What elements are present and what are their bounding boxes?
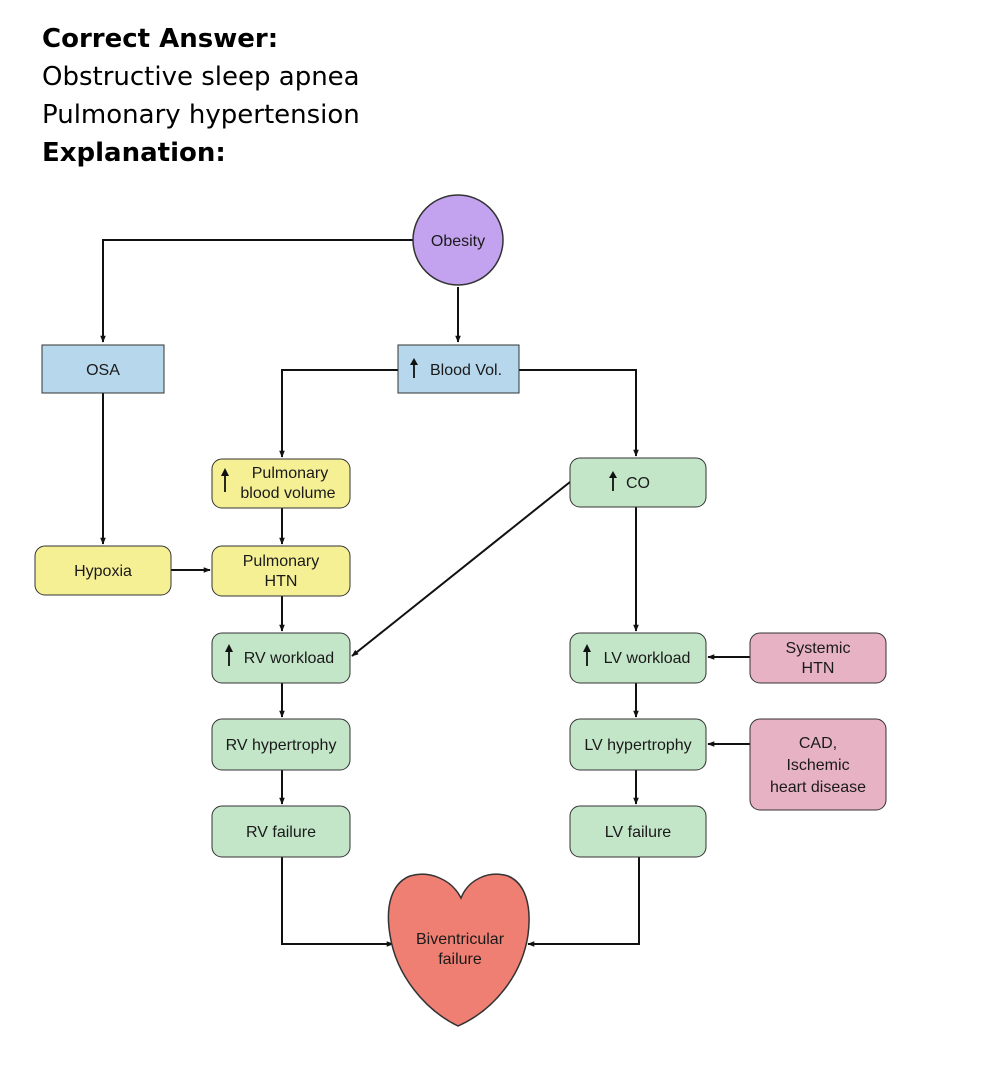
explanation-label: Explanation: (42, 138, 226, 168)
obesity-label: Obesity (431, 233, 485, 250)
node-lv-hypertrophy: LV hypertrophy (569, 718, 707, 771)
lv-hypertrophy-label: LV hypertrophy (584, 737, 691, 754)
connector-obesity-osa (100, 239, 414, 343)
up-arrow-icon (609, 471, 617, 491)
rv-failure-label: RV failure (246, 824, 316, 841)
lv-failure-label: LV failure (605, 824, 672, 841)
biventricular-line-2: failure (438, 951, 482, 968)
biventricular-line-1: Biventricular (416, 931, 505, 948)
systemic-htn-line-2: HTN (802, 660, 835, 677)
node-lv-failure: LV failure (569, 805, 707, 858)
cad-line-2: Ischemic (786, 757, 849, 774)
node-blood-vol: Blood Vol. (397, 344, 520, 394)
node-hypoxia: Hypoxia (34, 545, 172, 596)
connector-co-rvworkload (351, 481, 571, 657)
node-pulmonary-blood-volume: Pulmonary blood volume (211, 458, 351, 509)
connector-rvfailure-biventricular (281, 857, 394, 947)
node-cad: CAD, Ischemic heart disease (749, 718, 887, 811)
pulm-htn-line-2: HTN (265, 573, 298, 590)
connector-lvfailure-biventricular (527, 857, 640, 947)
connectors (100, 239, 750, 947)
systemic-htn-line-1: Systemic (786, 640, 851, 657)
cad-line-1: CAD, (799, 735, 837, 752)
cad-line-3: heart disease (770, 779, 866, 796)
up-arrow-icon (221, 468, 229, 492)
co-label: CO (626, 475, 650, 492)
answer-line-2: Pulmonary hypertension (42, 100, 360, 130)
rv-hypertrophy-label: RV hypertrophy (226, 737, 337, 754)
pulm-blood-volume-line-2: blood volume (240, 485, 335, 502)
node-rv-workload: RV workload (211, 632, 351, 684)
correct-answer-label: Correct Answer: (42, 24, 279, 54)
node-pulmonary-htn: Pulmonary HTN (211, 545, 351, 597)
node-rv-hypertrophy: RV hypertrophy (211, 718, 351, 771)
heart-icon (387, 873, 530, 1027)
node-obesity: Obesity (412, 194, 504, 286)
up-arrow-icon (583, 644, 591, 666)
node-lv-workload: LV workload (569, 632, 707, 684)
osa-label: OSA (86, 362, 120, 379)
lv-workload-label: LV workload (604, 650, 691, 667)
node-rv-failure: RV failure (211, 805, 351, 858)
rv-workload-label: RV workload (244, 650, 334, 667)
hypoxia-label: Hypoxia (74, 563, 132, 580)
answer-line-1: Obstructive sleep apnea (42, 62, 360, 92)
up-arrow-icon (410, 358, 418, 378)
node-co: CO (569, 457, 707, 508)
pulm-blood-volume-line-1: Pulmonary (252, 465, 328, 482)
answer-header: Correct Answer: Obstructive sleep apnea … (42, 20, 360, 172)
node-biventricular-failure: Biventricular failure (387, 873, 530, 1027)
connector-bloodvol-pulmblood (279, 369, 398, 458)
connector-bloodvol-co (519, 369, 639, 457)
node-osa: OSA (41, 344, 165, 394)
blood-vol-label: Blood Vol. (430, 362, 502, 379)
pulm-htn-line-1: Pulmonary (243, 553, 319, 570)
node-systemic-htn: Systemic HTN (749, 632, 887, 684)
up-arrow-icon (225, 644, 233, 666)
